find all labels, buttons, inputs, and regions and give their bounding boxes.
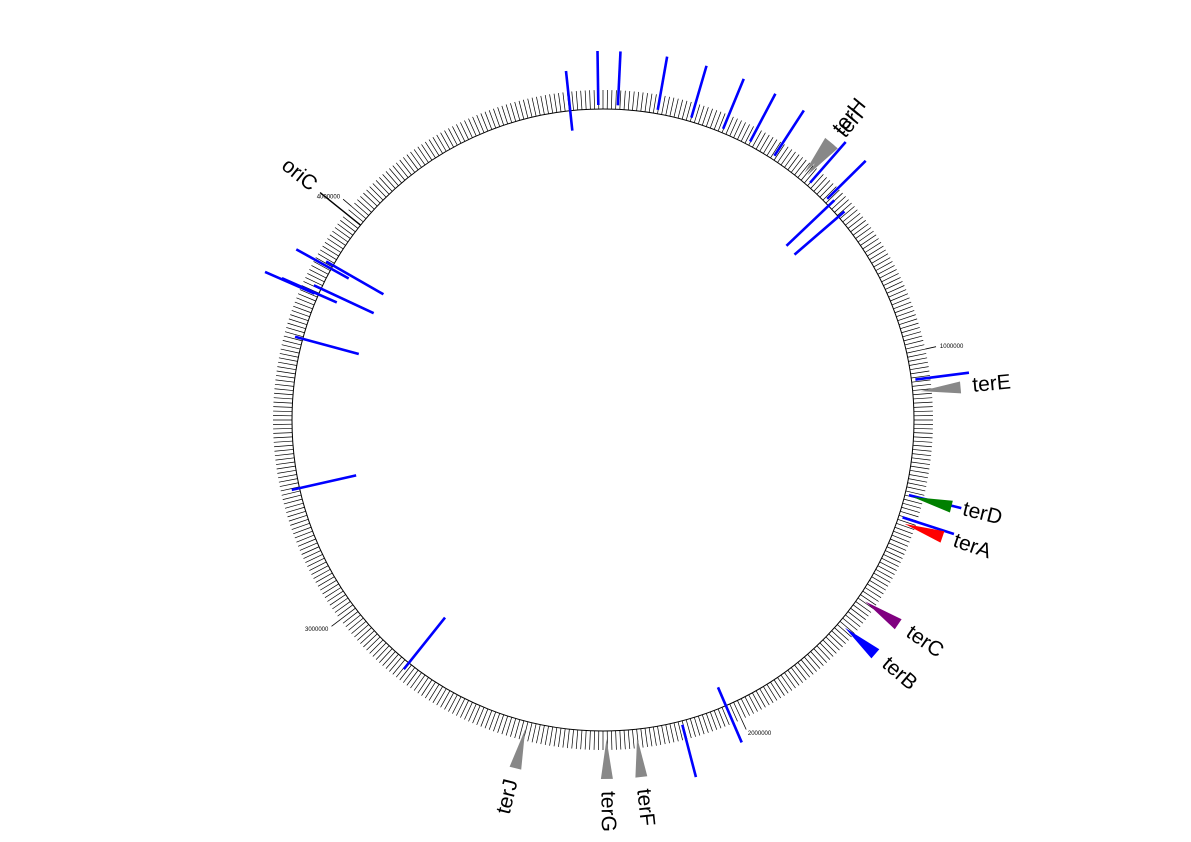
site-line <box>656 56 669 111</box>
scale-label: 2000000 <box>748 731 772 737</box>
site-line <box>295 248 350 280</box>
ter-label: terA <box>950 529 994 563</box>
scale-tick <box>342 198 352 207</box>
tick-ring <box>273 90 933 750</box>
site-line <box>291 474 357 492</box>
ter-label: terF <box>632 788 659 828</box>
ter-arrow <box>865 601 902 630</box>
ter-label: terB <box>878 652 922 695</box>
ter-label: terD <box>960 497 1004 529</box>
site-line <box>793 210 846 256</box>
ter-arrow <box>912 497 953 513</box>
scale-label: 1000000 <box>940 344 964 350</box>
site-line <box>264 270 316 295</box>
origin: oriC <box>277 154 362 226</box>
origin-marker <box>319 192 362 226</box>
ter-label: terG <box>596 791 619 832</box>
site-line <box>690 65 708 119</box>
scale-tick <box>741 719 747 730</box>
site-line <box>564 70 574 131</box>
sites <box>264 51 970 778</box>
backbone-circle <box>291 108 915 732</box>
ter-arrow <box>904 523 945 543</box>
site-line <box>681 724 698 778</box>
site-line <box>915 371 970 381</box>
site-line <box>325 260 385 296</box>
site-line <box>773 109 805 157</box>
site-line <box>809 141 847 184</box>
site-line <box>721 78 745 130</box>
ter-arrow <box>600 739 613 779</box>
ter-label: terC <box>902 621 948 663</box>
site-line <box>749 93 777 143</box>
origin-label: oriC <box>277 154 321 196</box>
site-line <box>616 51 622 106</box>
site-line <box>902 516 955 536</box>
site-line <box>716 686 743 743</box>
ring-ticks <box>273 90 933 750</box>
site-line <box>785 199 836 247</box>
site-line <box>402 616 447 670</box>
scale-marks: 1000000 2000000 3000000 4000000 <box>305 195 964 737</box>
ter-arrow <box>509 729 526 770</box>
ter-label: terE <box>971 370 1011 396</box>
ter-arrow <box>807 140 838 176</box>
site-line <box>294 335 360 356</box>
ter-arrow <box>845 627 880 659</box>
ter-label: terJ <box>492 777 523 817</box>
scale-tick <box>331 619 341 627</box>
scale-tick <box>925 346 937 350</box>
site-line <box>313 284 375 315</box>
scale-label: 3000000 <box>305 627 329 633</box>
scale-label: 4000000 <box>317 195 341 201</box>
site-line <box>596 51 600 106</box>
ter-arrow <box>635 737 648 778</box>
ter-arrow <box>920 381 962 394</box>
site-line <box>826 159 867 200</box>
